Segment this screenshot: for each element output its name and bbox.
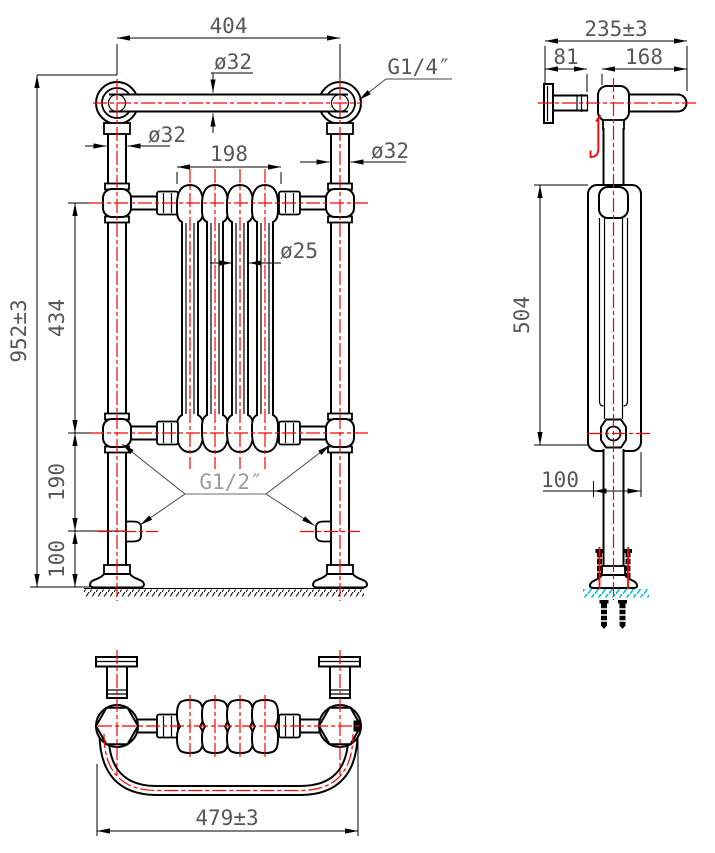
side-dimensions [534, 38, 688, 497]
side-view: 235±3 81 168 504 100 [510, 17, 698, 629]
front-dimensions [30, 35, 452, 588]
front-centerlines [90, 79, 368, 601]
radiator-side-body [587, 184, 642, 452]
top-rail-assembly [95, 81, 362, 135]
top-view: 479±3 [94, 650, 363, 836]
top-dimensions [96, 735, 359, 836]
red-revision-mark [589, 114, 602, 158]
dim-overall-depth: 235±3 [584, 17, 647, 41]
dim-rail-depth: 168 [625, 45, 663, 69]
radiator-columns [176, 183, 279, 454]
wall-anchors [599, 600, 627, 629]
dim-bar-diameter: ø32 [214, 50, 252, 74]
side-centerlines [538, 78, 698, 600]
dim-valve-height: 100 [45, 540, 69, 578]
side-towel-bar [597, 85, 688, 130]
right-valve-port [315, 520, 332, 543]
dim-radiator-width: 198 [210, 142, 248, 166]
dim-top-width: 404 [210, 14, 248, 38]
dim-valve-spacing: 190 [45, 463, 69, 501]
dim-overall-height: 952±3 [7, 299, 31, 362]
dim-overall-width: 479±3 [195, 806, 258, 830]
label-bottom-thread: G1/2″ [199, 470, 262, 494]
top-centerlines [98, 650, 360, 792]
dim-bracket-depth: 81 [553, 45, 578, 69]
dim-base-depth: 100 [541, 468, 579, 492]
label-top-thread: G1/4″ [387, 55, 450, 79]
floor-hatch-cyan [583, 589, 649, 598]
dim-left-post-diameter: ø32 [148, 123, 186, 147]
dim-right-post-diameter: ø32 [371, 139, 409, 163]
dim-radiator-height: 434 [45, 299, 69, 337]
dim-side-radiator-height: 504 [510, 296, 534, 334]
front-view: 404 ø32 G1/4″ ø32 ø32 198 ø25 952±3 434 … [7, 14, 452, 601]
ground-hatch [84, 589, 364, 597]
dim-column-diameter: ø25 [280, 239, 318, 263]
